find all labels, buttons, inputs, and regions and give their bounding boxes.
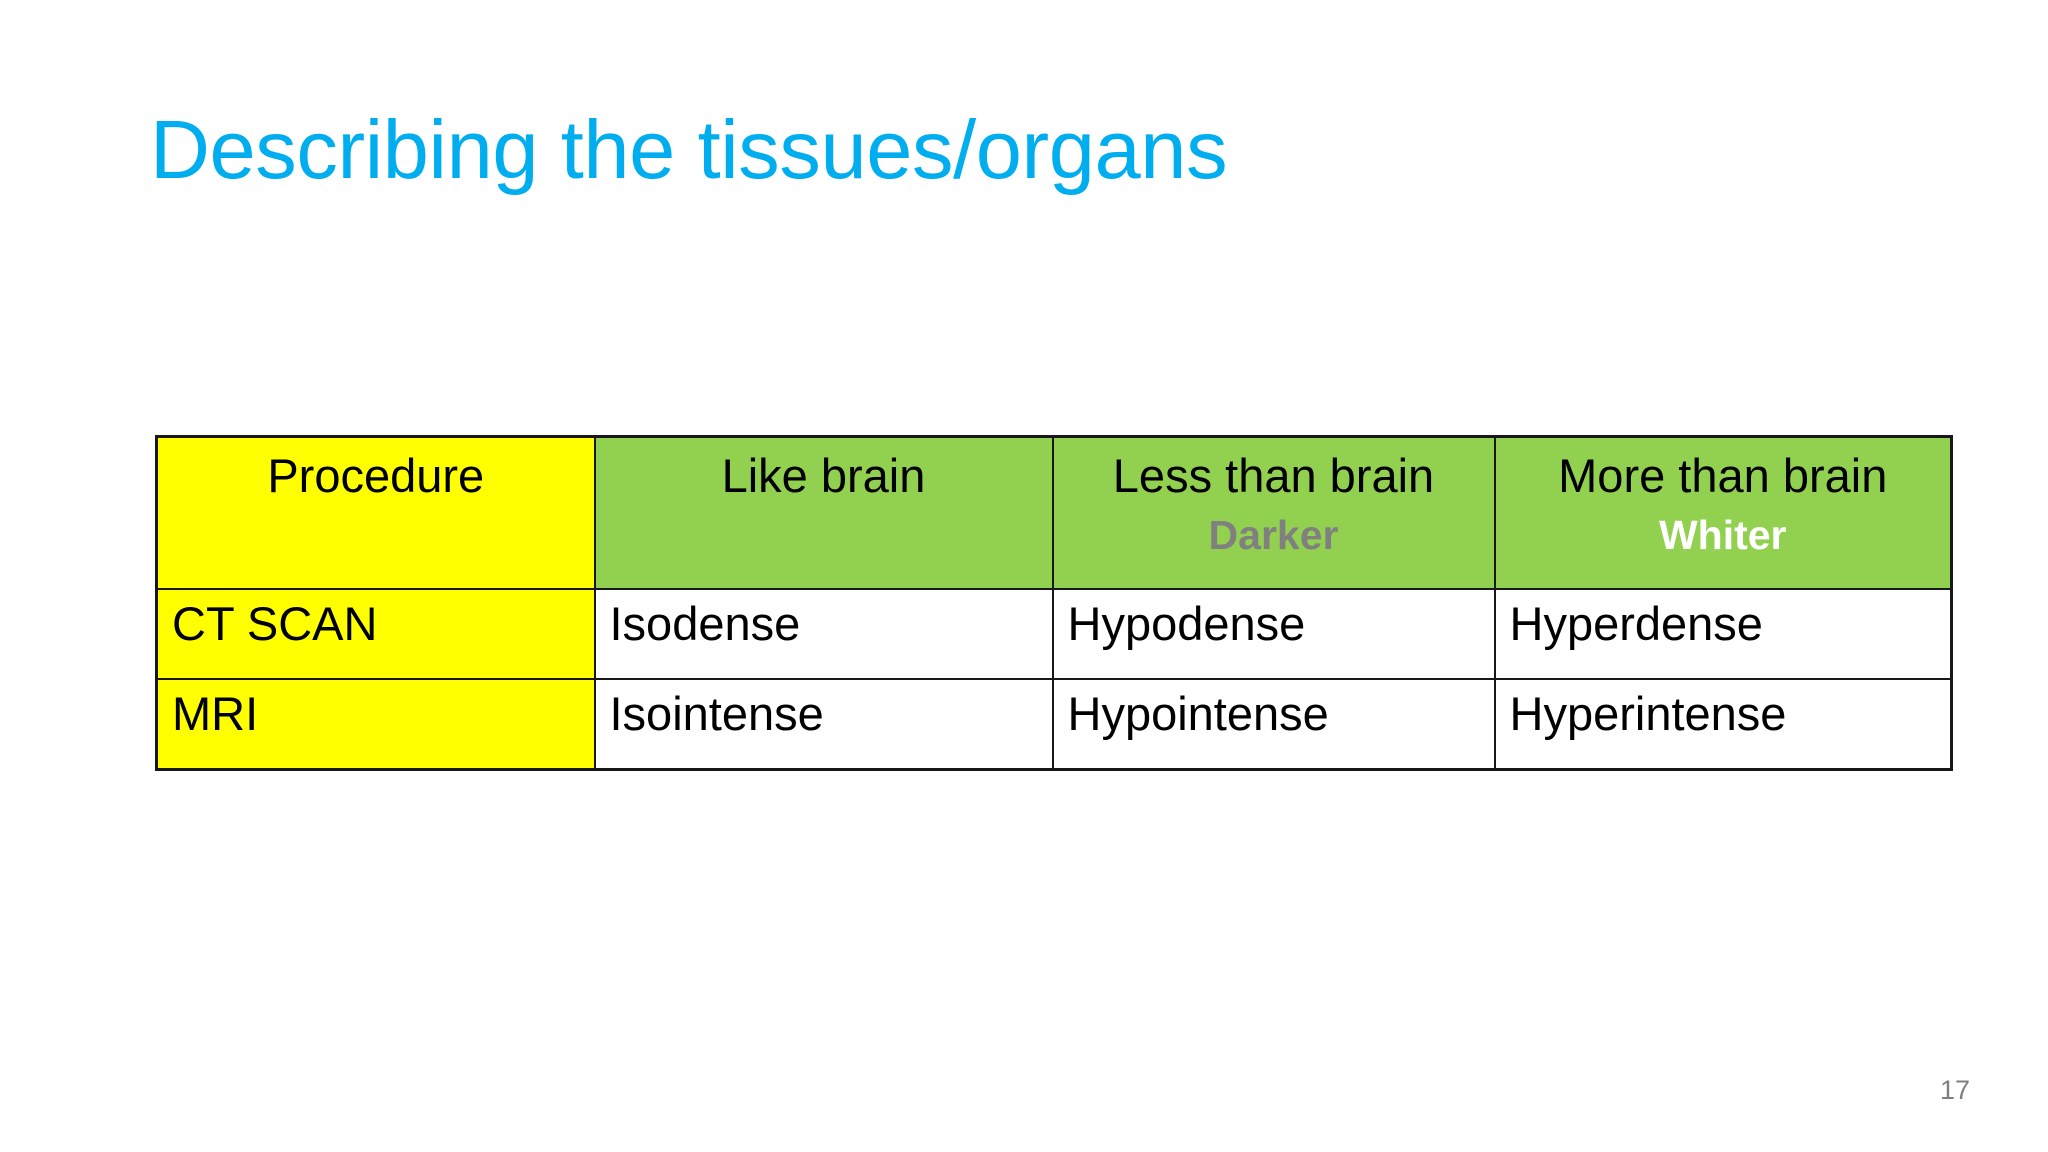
table-row: CT SCAN Isodense Hypodense Hyperdense: [155, 588, 1953, 680]
cell-less-than-brain-mri: Hypointense: [1051, 678, 1496, 771]
header-label-more-than-brain: More than brain: [1558, 449, 1888, 502]
cell-like-brain-mri: Isointense: [593, 678, 1054, 771]
header-label-less-than-brain: Less than brain: [1112, 449, 1435, 502]
cell-less-than-brain-ct-scan: Hypodense: [1051, 588, 1496, 680]
cell-text: MRI: [172, 687, 259, 740]
cell-text: Hypodense: [1067, 597, 1306, 650]
header-cell-less-than-brain: Less than brain Darker: [1051, 435, 1496, 590]
cell-like-brain-ct-scan: Isodense: [593, 588, 1054, 680]
header-cell-like-brain: Like brain: [593, 435, 1054, 590]
cell-text: Isodense: [609, 597, 801, 650]
header-cell-procedure: Procedure: [155, 435, 596, 590]
comparison-table: Procedure Like brain Less than brain Dar…: [155, 435, 1953, 771]
slide-number: 17: [1939, 1075, 1970, 1105]
header-label-procedure: Procedure: [267, 449, 485, 502]
cell-more-than-brain-ct-scan: Hyperdense: [1493, 588, 1953, 680]
cell-text: Hyperdense: [1509, 597, 1763, 650]
cell-text: Hyperintense: [1509, 687, 1787, 740]
cell-more-than-brain-mri: Hyperintense: [1493, 678, 1953, 771]
comparison-table-container: Procedure Like brain Less than brain Dar…: [155, 435, 1953, 771]
cell-procedure-mri: MRI: [155, 678, 596, 771]
header-sublabel-whiter: Whiter: [1658, 512, 1787, 559]
table-header-row: Procedure Like brain Less than brain Dar…: [155, 435, 1953, 590]
cell-procedure-ct-scan: CT SCAN: [155, 588, 596, 680]
header-sublabel-darker: Darker: [1208, 512, 1339, 559]
table-row: MRI Isointense Hypointense Hyperintense: [155, 678, 1953, 771]
cell-text: Hypointense: [1067, 687, 1329, 740]
page-title: Describing the tissues/organs: [150, 103, 1228, 196]
header-label-like-brain: Like brain: [721, 449, 926, 502]
cell-text: CT SCAN: [172, 597, 378, 650]
header-cell-more-than-brain: More than brain Whiter: [1493, 435, 1953, 590]
cell-text: Isointense: [609, 687, 824, 740]
